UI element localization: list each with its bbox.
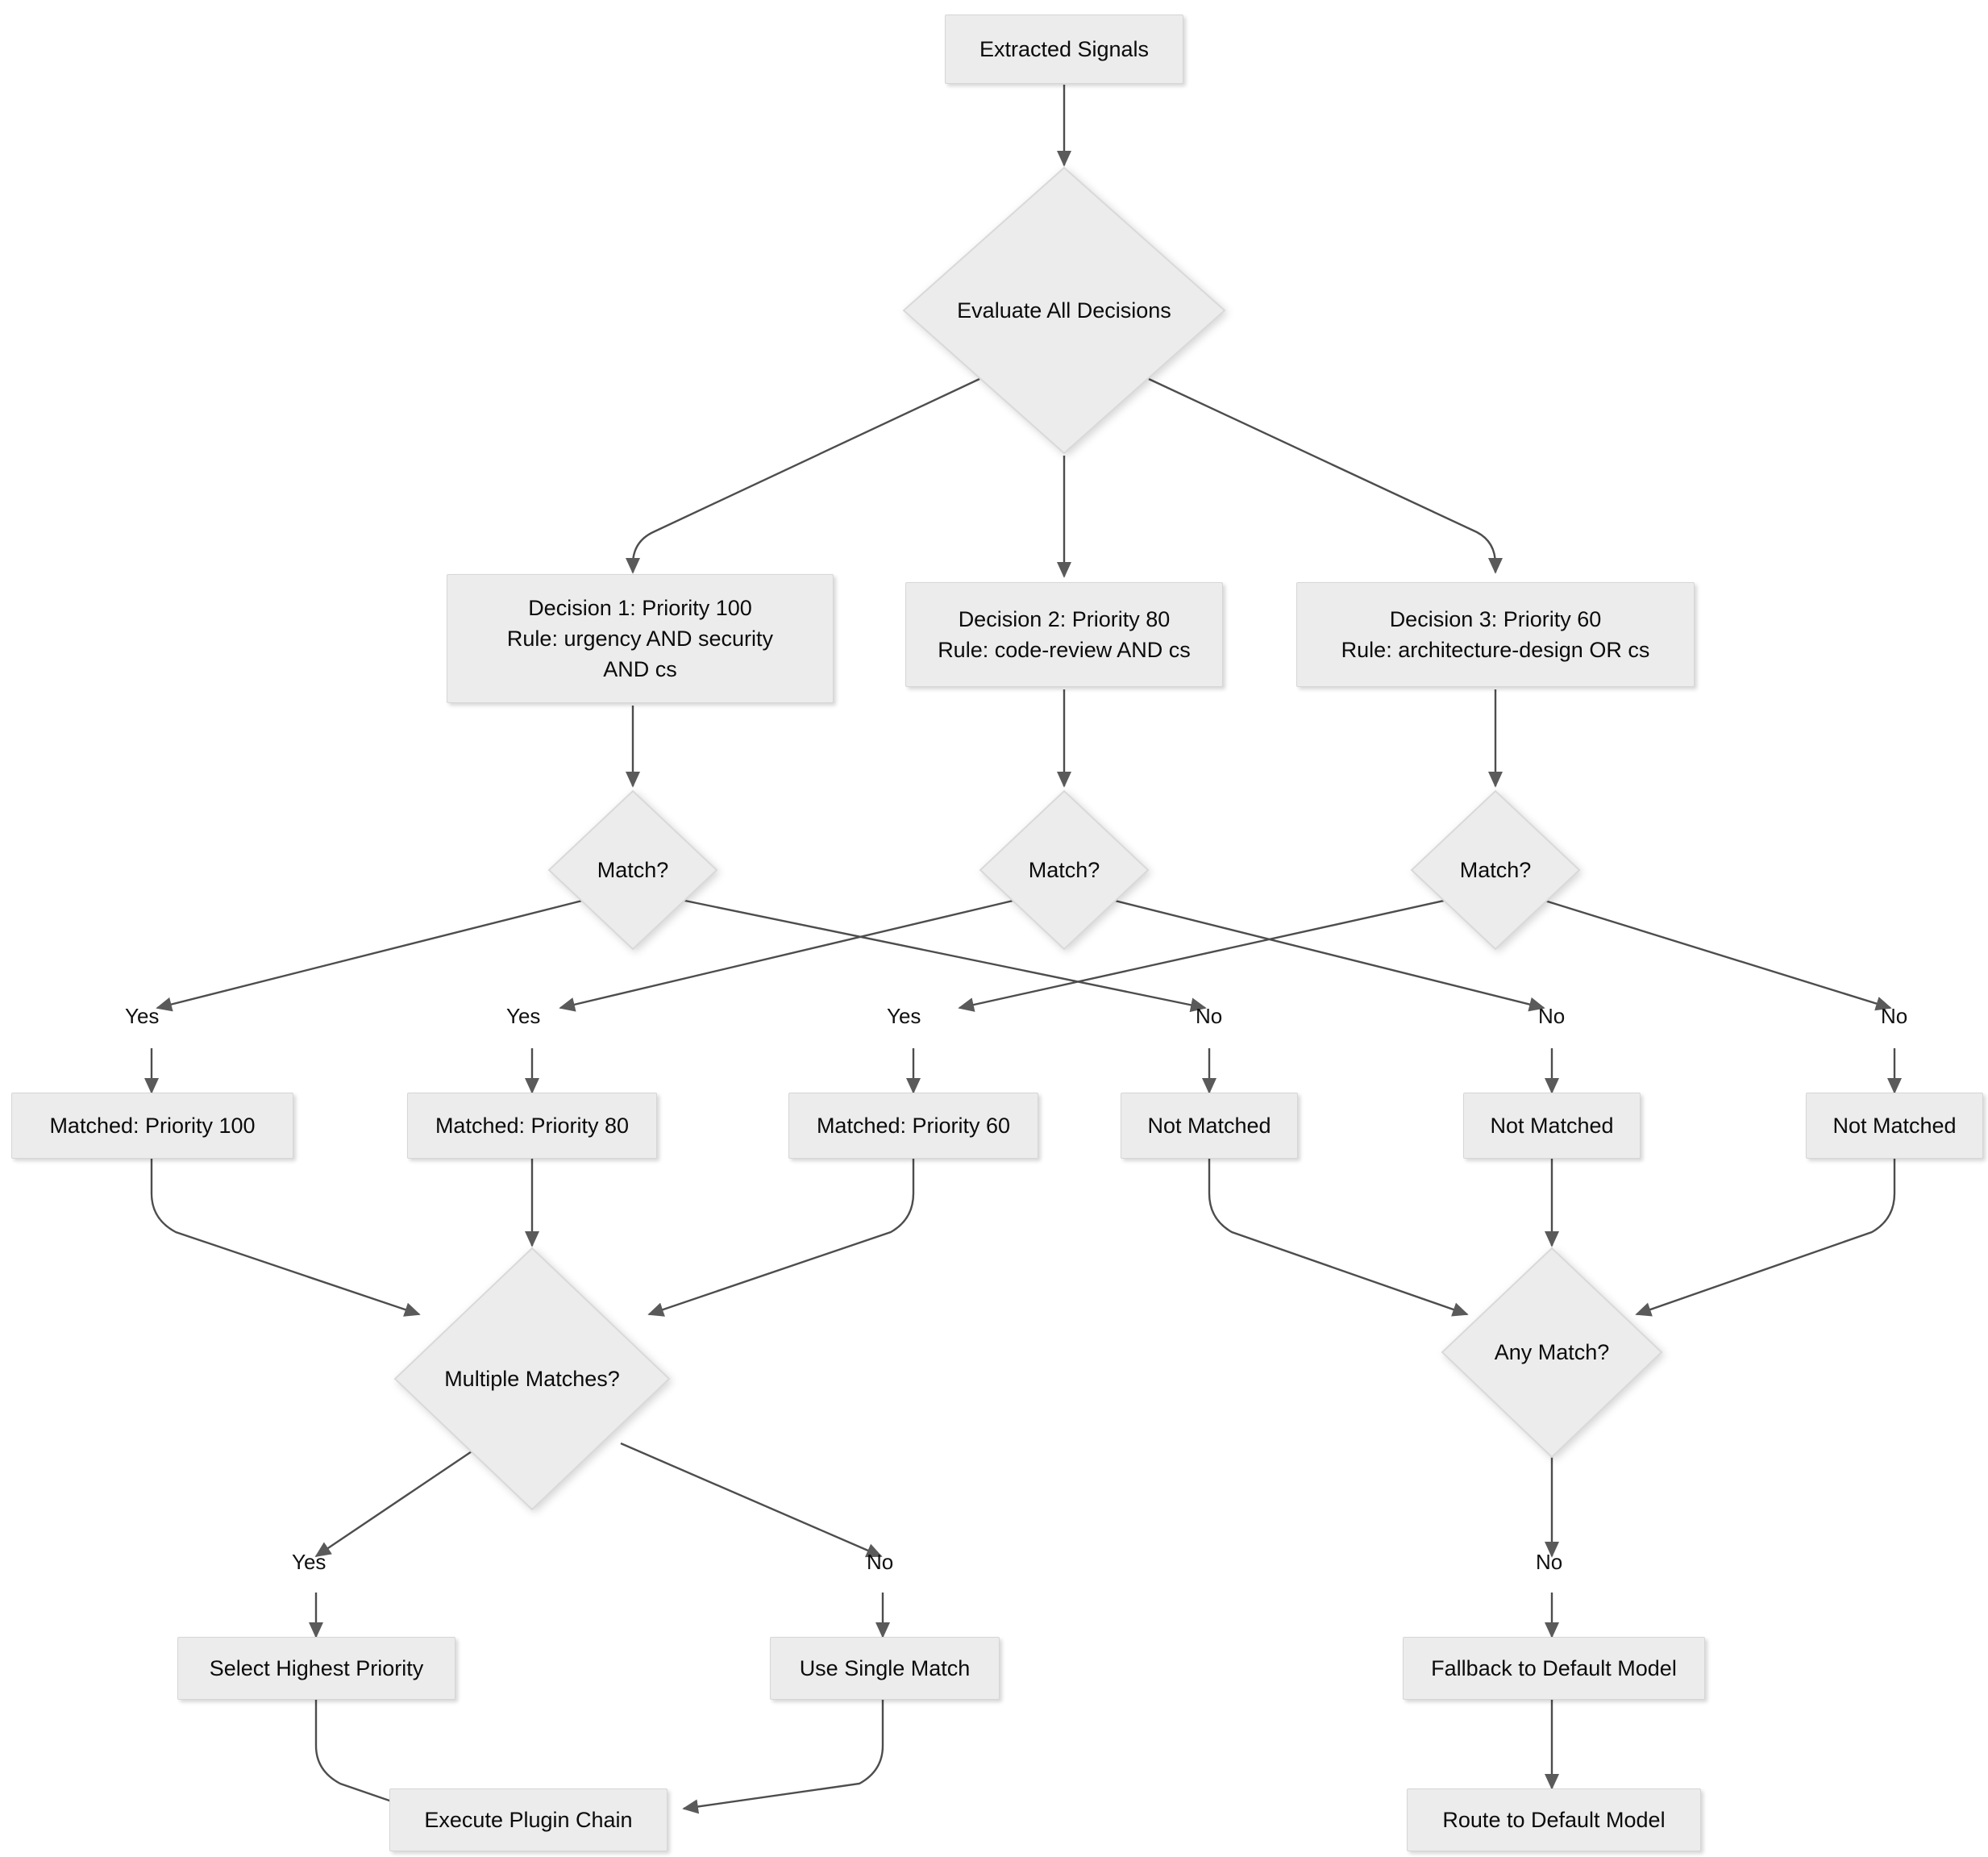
node-any-match[interactable]: Any Match?: [1440, 1246, 1664, 1459]
node-decision-2[interactable]: Decision 2: Priority 80 Rule: code-revie…: [905, 582, 1223, 687]
node-matched-priority-80[interactable]: Matched: Priority 80: [407, 1093, 657, 1159]
diamond-shape: [1410, 789, 1581, 951]
node-fallback-to-default-model[interactable]: Fallback to Default Model: [1403, 1637, 1705, 1700]
node-fallback-to-default-model-label: Fallback to Default Model: [1431, 1655, 1677, 1680]
node-route-to-default-model-label: Route to Default Model: [1442, 1807, 1666, 1832]
node-multiple-matches[interactable]: Multiple Matches?: [393, 1246, 672, 1512]
node-not-matched-3-label: Not Matched: [1832, 1113, 1957, 1138]
node-match-1[interactable]: Match?: [547, 789, 719, 951]
node-route-to-default-model[interactable]: Route to Default Model: [1407, 1788, 1701, 1851]
node-matched-priority-60[interactable]: Matched: Priority 60: [788, 1093, 1038, 1159]
node-execute-plugin-chain-label: Execute Plugin Chain: [424, 1807, 633, 1832]
node-not-matched-2[interactable]: Not Matched: [1463, 1093, 1641, 1159]
node-evaluate-all-decisions-label: Evaluate All Decisions: [957, 298, 1171, 323]
edge-notmatched3-to-any: [1635, 1153, 1896, 1317]
node-select-highest-priority[interactable]: Select Highest Priority: [177, 1637, 455, 1700]
diamond-shape: [902, 166, 1226, 455]
node-decision-1-line2: Rule: urgency AND security: [506, 626, 774, 651]
node-match-1-label: Match?: [597, 857, 669, 882]
node-decision-3-line2: Rule: architecture-design OR cs: [1341, 638, 1650, 662]
node-extracted-signals[interactable]: Extracted Signals: [945, 15, 1183, 84]
node-match-3[interactable]: Match?: [1409, 789, 1582, 951]
node-match-2[interactable]: Match?: [978, 789, 1150, 951]
edge-matched100-to-multiple: [150, 1153, 421, 1317]
node-decision-2-line2: Rule: code-review AND cs: [938, 638, 1191, 662]
edge-label-yes-2: Yes: [506, 1004, 541, 1028]
node-not-matched-3[interactable]: Not Matched: [1806, 1093, 1983, 1159]
edge-evaluate-to-decision3: [1148, 377, 1503, 574]
edge-label-any-match-no: No: [1536, 1550, 1563, 1574]
diamond-shape: [1441, 1247, 1663, 1459]
diamond-shape: [393, 1247, 671, 1511]
node-decision-1[interactable]: Decision 1: Priority 100 Rule: urgency A…: [447, 574, 834, 703]
edge-match2-yes: [559, 897, 1021, 1012]
edge-multiple-no: [620, 1442, 883, 1558]
node-not-matched-1-label: Not Matched: [1147, 1113, 1271, 1138]
edge-matched60-to-multiple: [647, 1153, 915, 1317]
node-decision-3-line1: Decision 3: Priority 60: [1389, 606, 1602, 631]
node-select-highest-priority-label: Select Highest Priority: [209, 1655, 424, 1680]
edge-match1-yes: [156, 897, 589, 1012]
node-matched-priority-100-label: Matched: Priority 100: [49, 1113, 256, 1138]
edge-label-no-3: No: [1881, 1004, 1908, 1028]
edge-label-yes-3: Yes: [887, 1004, 921, 1028]
edge-label-yes-1: Yes: [125, 1004, 160, 1028]
node-not-matched-2-label: Not Matched: [1490, 1113, 1614, 1138]
edge-label-multiple-yes: Yes: [292, 1550, 326, 1574]
node-decision-1-line1: Decision 1: Priority 100: [528, 595, 752, 620]
node-extracted-signals-label: Extracted Signals: [979, 36, 1150, 61]
edge-match1-no: [676, 897, 1207, 1013]
edge-usesingle-to-execute: [682, 1697, 884, 1814]
edge-label-no-2: No: [1538, 1004, 1566, 1028]
edge-notmatched1-to-any: [1208, 1153, 1469, 1317]
node-any-match-label: Any Match?: [1494, 1340, 1610, 1365]
edge-label-no-1: No: [1196, 1004, 1223, 1028]
node-matched-priority-60-label: Matched: Priority 60: [816, 1113, 1011, 1138]
node-matched-priority-80-label: Matched: Priority 80: [435, 1113, 630, 1138]
node-use-single-match-label: Use Single Match: [799, 1655, 971, 1680]
edge-match3-yes: [958, 897, 1452, 1012]
edge-label-multiple-no: No: [867, 1550, 894, 1574]
edge-evaluate-to-decision1: [626, 377, 980, 574]
edge-select-to-execute: [314, 1697, 414, 1811]
edge-match3-no: [1539, 897, 1892, 1011]
node-evaluate-all-decisions[interactable]: Evaluate All Decisions: [901, 165, 1227, 456]
node-match-2-label: Match?: [1028, 857, 1100, 882]
node-decision-1-line3: AND cs: [603, 657, 677, 682]
node-multiple-matches-label: Multiple Matches?: [444, 1366, 620, 1391]
node-decision-3[interactable]: Decision 3: Priority 60 Rule: architectu…: [1296, 582, 1695, 687]
edge-match2-no: [1108, 897, 1545, 1012]
diamond-shape: [979, 789, 1150, 951]
node-matched-priority-100[interactable]: Matched: Priority 100: [11, 1093, 293, 1159]
node-use-single-match[interactable]: Use Single Match: [770, 1637, 1000, 1700]
node-not-matched-1[interactable]: Not Matched: [1121, 1093, 1298, 1159]
node-execute-plugin-chain[interactable]: Execute Plugin Chain: [389, 1788, 668, 1851]
edge-multiple-yes: [314, 1443, 485, 1558]
diamond-shape: [547, 789, 718, 951]
node-match-3-label: Match?: [1459, 857, 1532, 882]
node-decision-2-line1: Decision 2: Priority 80: [958, 606, 1171, 631]
